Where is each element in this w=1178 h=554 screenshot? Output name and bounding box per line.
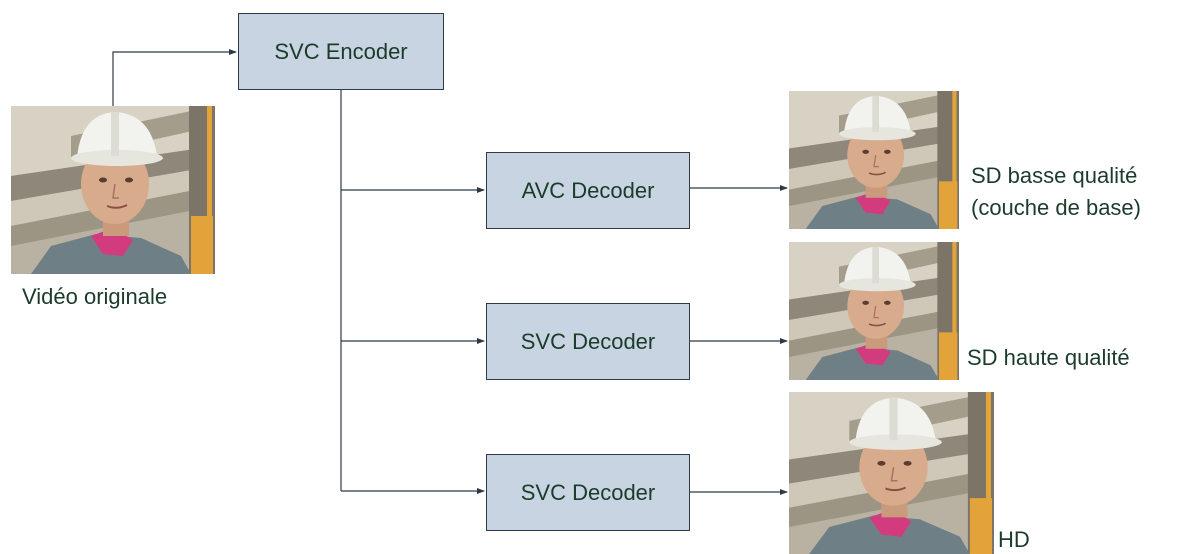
svc-decoder-hd-box: SVC Decoder [486, 454, 690, 531]
output-1-caption-line1: SD basse qualité [971, 163, 1138, 188]
source-caption: Vidéo originale [22, 284, 168, 309]
output-sd-low-thumbnail [789, 91, 959, 229]
svc-encoder-box: SVC Encoder [238, 13, 444, 90]
output-3-caption: HD [998, 527, 1030, 552]
avc-decoder-box: AVC Decoder [486, 152, 690, 229]
svc-decoder-sd-box: SVC Decoder [486, 303, 690, 380]
output-2-caption: SD haute qualité [967, 345, 1130, 370]
svc-decoder-sd-label: SVC Decoder [520, 328, 656, 354]
avc-decoder-label: AVC Decoder [521, 177, 655, 203]
svc-decoder-hd-label: SVC Decoder [520, 479, 656, 505]
output-1-caption-line2: (couche de base) [971, 195, 1141, 220]
output-hd-thumbnail [789, 392, 994, 554]
connector-source-to-encoder [112, 49, 237, 106]
original-video-thumbnail [11, 106, 215, 274]
output-sd-high-thumbnail [789, 242, 959, 380]
svc-encoder-label: SVC Encoder [274, 38, 408, 64]
